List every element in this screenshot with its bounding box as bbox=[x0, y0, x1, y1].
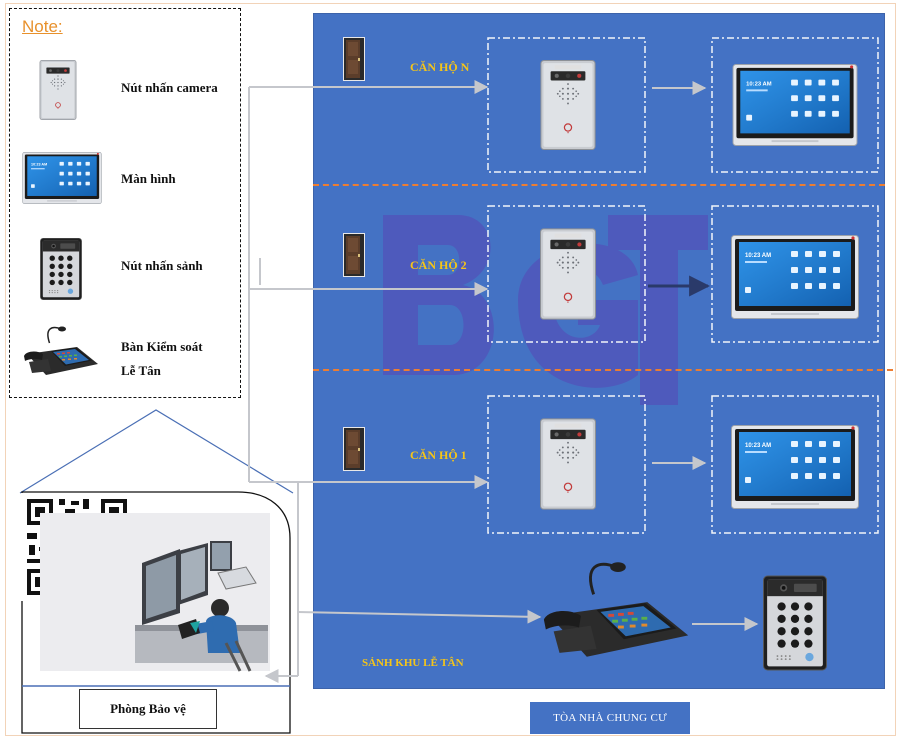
camera-doorbell-icon bbox=[540, 418, 596, 510]
guard-room-label: Phòng Bảo vệ bbox=[79, 689, 217, 729]
lobby-keypad-icon bbox=[763, 575, 827, 671]
floor-divider-upper bbox=[313, 184, 885, 186]
legend-item-monitor: Màn hình bbox=[121, 171, 176, 186]
lobby-label: SẢNH KHU LỄ TÂN bbox=[362, 657, 464, 669]
legend-item-console-line1: Bàn Kiểm soát bbox=[121, 339, 203, 354]
camera-doorbell-icon bbox=[540, 60, 596, 150]
indoor-monitor-icon bbox=[731, 425, 859, 509]
legend-title: Note: bbox=[22, 17, 63, 36]
apartment-2-label: CĂN HỘ 2 bbox=[410, 258, 467, 272]
security-operator-illustration bbox=[40, 513, 270, 672]
legend-item-console-line2: Lễ Tân bbox=[121, 363, 161, 378]
indoor-monitor-icon bbox=[731, 235, 859, 319]
legend-item-keypad: Nút nhấn sảnh bbox=[121, 258, 203, 273]
legend-item-camera: Nút nhấn camera bbox=[121, 80, 218, 95]
floor-divider-lower bbox=[313, 369, 893, 371]
apartment-1-label: CĂN HỘ 1 bbox=[410, 448, 467, 462]
apartment-n-label: CĂN HỘ N bbox=[410, 60, 470, 74]
building-label: TÒA NHÀ CHUNG CƯ bbox=[530, 702, 690, 734]
door-icon bbox=[343, 37, 365, 81]
door-icon bbox=[343, 233, 365, 277]
door-icon bbox=[343, 427, 365, 471]
outer-frame bbox=[5, 3, 896, 736]
apartment-device-frames bbox=[487, 37, 879, 534]
reception-console-icon bbox=[542, 560, 690, 659]
camera-doorbell-icon bbox=[540, 228, 596, 320]
indoor-monitor-icon bbox=[732, 64, 858, 146]
